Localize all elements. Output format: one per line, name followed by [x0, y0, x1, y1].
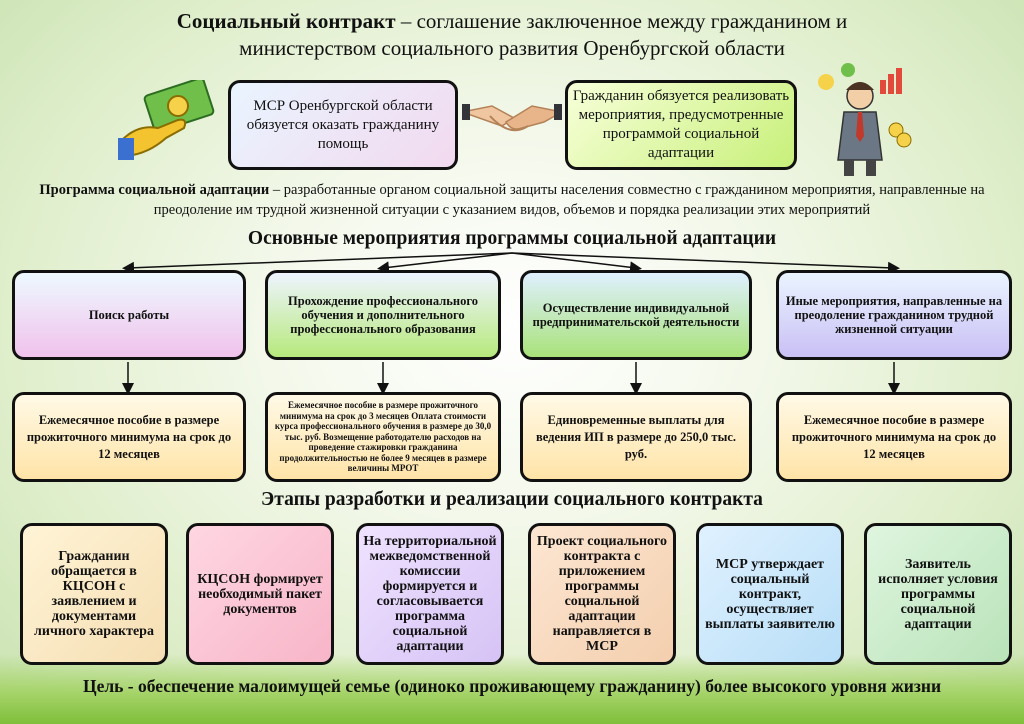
stage-box-1: Гражданин обращается в КЦСОН с заявление… — [20, 523, 168, 665]
handshake-icon — [462, 104, 562, 132]
stage-box-5: МСР утверждает социальный контракт, осущ… — [696, 523, 844, 665]
stages-heading: Этапы разработки и реализации социальног… — [261, 489, 763, 510]
program-definition-text: – разработанные органом социальной защит… — [153, 182, 985, 218]
activity-label: Осуществление индивидуальной предпринима… — [532, 301, 740, 329]
activity-label: Поиск работы — [88, 308, 170, 322]
activities-heading: Основные мероприятия программы социально… — [247, 228, 777, 249]
title-rest: – соглашение заключенное между гражданин… — [395, 9, 848, 33]
payment-box-other: Ежемесячное пособие в размере прожиточно… — [776, 392, 1012, 482]
page-title: Социальный контракт – соглашение заключе… — [0, 8, 1024, 62]
payment-text: Единовременные выплаты для ведения ИП в … — [536, 412, 736, 461]
stage-text: КЦСОН формирует необходимый пакет докуме… — [197, 571, 323, 617]
program-term: Программа социальной адаптации — [39, 182, 270, 198]
ministry-obligation-box: МСР Оренбургской области обязуется оказа… — [228, 80, 458, 170]
title-line2: министерством социального развития Оренб… — [239, 36, 785, 60]
payment-text: Ежемесячное пособие в размере прожиточно… — [791, 412, 997, 461]
stage-box-4: Проект социального контракта с приложени… — [528, 523, 676, 665]
grass-background — [0, 654, 1024, 724]
stage-text: МСР утверждает социальный контракт, осущ… — [705, 556, 835, 632]
stage-box-6: Заявитель исполняет условия программы со… — [864, 523, 1012, 665]
stage-text: Проект социального контракта с приложени… — [536, 534, 668, 654]
citizen-obligation-text: Гражданин обязуется реализовать мероприя… — [572, 88, 790, 161]
payment-box-job-search: Ежемесячное пособие в размере прожиточно… — [12, 392, 246, 482]
activity-box-job-search: Поиск работы — [12, 270, 246, 360]
activity-label: Иные мероприятия, направленные на преодо… — [785, 294, 1003, 336]
stage-box-3: На территориальной межведомственной коми… — [356, 523, 504, 665]
money-hand-icon — [118, 80, 215, 160]
stage-text: Заявитель исполняет условия программы со… — [878, 556, 998, 632]
activity-box-entrepreneurship: Осуществление индивидуальной предпринима… — [520, 270, 752, 360]
activity-box-training: Прохождение профессионального обучения и… — [265, 270, 501, 360]
citizen-obligation-box: Гражданин обязуется реализовать мероприя… — [565, 80, 797, 170]
activity-box-other: Иные мероприятия, направленные на преодо… — [776, 270, 1012, 360]
payment-text: Ежемесячное пособие в размере прожиточно… — [274, 400, 492, 474]
stage-text: На территориальной межведомственной коми… — [363, 534, 497, 654]
businessman-icon — [818, 63, 912, 176]
payment-box-entrepreneurship: Единовременные выплаты для ведения ИП в … — [520, 392, 752, 482]
payment-text: Ежемесячное пособие в размере прожиточно… — [26, 412, 232, 461]
ministry-obligation-text: МСР Оренбургской области обязуется оказа… — [246, 97, 440, 152]
goal-statement: Цель - обеспечение малоимущей семье (оди… — [82, 676, 942, 696]
payment-box-training: Ежемесячное пособие в размере прожиточно… — [265, 392, 501, 482]
stage-text: Гражданин обращается в КЦСОН с заявление… — [34, 549, 154, 639]
activity-label: Прохождение профессионального обучения и… — [288, 294, 478, 336]
program-definition: Программа социальной адаптации – разрабо… — [0, 180, 1024, 220]
title-term: Социальный контракт — [176, 9, 396, 33]
stage-box-2: КЦСОН формирует необходимый пакет докуме… — [186, 523, 334, 665]
